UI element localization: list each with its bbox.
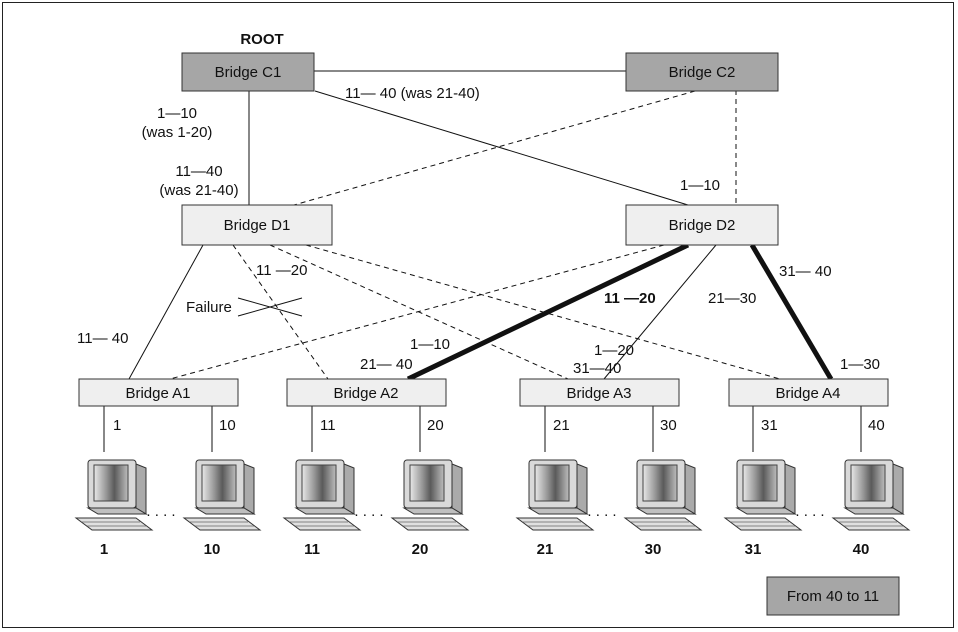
port-a2-left: 11 (320, 417, 336, 434)
bridge-a4-label: Bridge A4 (775, 385, 840, 402)
computer-icon (75, 459, 153, 531)
computer-icon (724, 459, 802, 531)
port-labels: 1 10 11 20 21 30 31 40 (113, 417, 885, 434)
computer-icon (624, 459, 702, 531)
bridge-a4: Bridge A4 (728, 378, 889, 407)
root-label: ROOT (240, 31, 283, 48)
host-label: 11 (304, 541, 320, 558)
port-a4-right: 40 (868, 417, 885, 434)
link-c1-d2 (314, 90, 689, 206)
bridge-d1-label: Bridge D1 (224, 217, 291, 234)
bridge-a2: Bridge A2 (286, 378, 447, 407)
label-a2-left1: 1—10 (410, 336, 450, 353)
bridge-d2: Bridge D2 (625, 204, 779, 246)
host-ellipsis: . . . . (795, 503, 824, 520)
legend-label: From 40 to 11 (787, 588, 879, 605)
label-d2-a3: 21—30 (708, 290, 756, 307)
bridge-c2-label: Bridge C2 (669, 64, 736, 81)
label-d1-a1: 11— 40 (77, 330, 128, 347)
host-ellipsis: . . . . (354, 503, 383, 520)
host-label: 10 (204, 541, 221, 558)
link-d2-a2-active (406, 242, 690, 382)
host-label: 40 (853, 541, 870, 558)
bridge-a3-label: Bridge A3 (566, 385, 631, 402)
label-d2-a2-active: 11 —20 (604, 290, 656, 307)
host-label: 20 (412, 541, 429, 558)
label-c1-d2-range: 11— 40 (was 21-40) (345, 85, 480, 102)
link-d1-a2 (232, 244, 329, 380)
port-a3-left: 21 (553, 417, 570, 434)
label-a2-left2: 21— 40 (360, 356, 413, 373)
port-a3-right: 30 (660, 417, 677, 434)
link-c2-d1 (293, 90, 696, 206)
computer-icon (832, 459, 910, 531)
hosts: . . . . . . . . . . . . . . . . 1 10 11 … (75, 459, 910, 558)
link-d2-a3 (603, 244, 717, 380)
legend-box: From 40 to 11 (766, 576, 900, 616)
host-label: 1 (100, 541, 108, 558)
link-labels: 11— 40 (was 21-40) 1—10 (was 1-20) 11—40… (77, 85, 880, 377)
host-ellipsis: . . . . (146, 503, 175, 520)
port-a1-right: 10 (219, 417, 236, 434)
bridge-d1: Bridge D1 (181, 204, 333, 246)
bridge-a2-label: Bridge A2 (333, 385, 398, 402)
bridge-a1-label: Bridge A1 (125, 385, 190, 402)
host-label: 30 (645, 541, 662, 558)
port-a4-left: 31 (761, 417, 778, 434)
host-label: 21 (537, 541, 554, 558)
label-c1-d1-bottom: 11—40 (175, 163, 222, 180)
computer-icon (283, 459, 361, 531)
link-d2-a4-active (749, 243, 834, 381)
link-d1-a1 (128, 244, 204, 380)
computer-icon (391, 459, 469, 531)
link-d2-a1 (169, 244, 665, 380)
label-a3-left2: 31—40 (573, 360, 621, 377)
host-ellipsis: . . . . (587, 503, 616, 520)
label-d2-a4: 31— 40 (779, 263, 832, 280)
label-failure: Failure (186, 299, 232, 316)
port-a2-right: 20 (427, 417, 444, 434)
bridge-c1-label: Bridge C1 (215, 64, 282, 81)
links (103, 70, 862, 452)
computer-icon (516, 459, 594, 531)
label-d1-a2: 11 —20 (256, 262, 307, 279)
label-c1-d1-bottom-was: (was 21-40) (159, 182, 238, 199)
label-a4-left: 1—30 (840, 356, 880, 373)
port-a1-left: 1 (113, 417, 121, 434)
bridge-c1: Bridge C1 (181, 52, 315, 92)
failure-cross-2 (237, 297, 303, 317)
label-d2-up: 1—10 (680, 177, 720, 194)
link-d1-a3 (269, 244, 569, 380)
label-a3-left1: 1—20 (594, 342, 634, 359)
label-c1-d1-top: 1—10 (157, 105, 197, 122)
computer-icon (183, 459, 261, 531)
bridge-c2: Bridge C2 (625, 52, 779, 92)
label-c1-d1-top-was: (was 1-20) (142, 124, 213, 141)
bridge-d2-label: Bridge D2 (669, 217, 736, 234)
bridge-a3: Bridge A3 (519, 378, 680, 407)
bridge-a1: Bridge A1 (78, 378, 239, 407)
host-label: 31 (745, 541, 762, 558)
